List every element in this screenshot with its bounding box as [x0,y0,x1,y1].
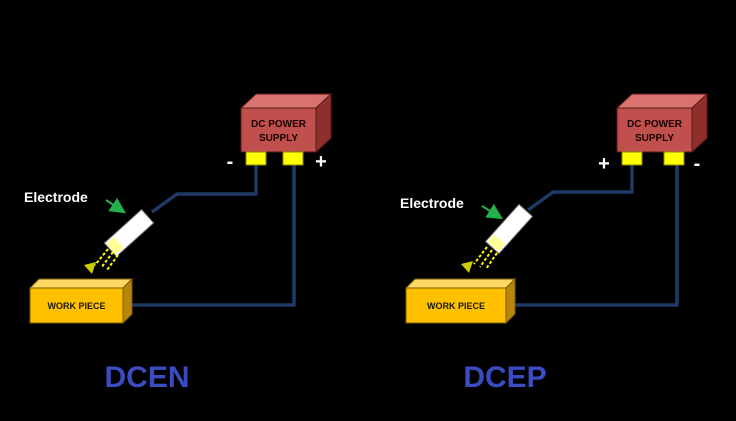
dcen-wires [130,165,296,307]
positive-terminal [282,151,304,166]
negative-terminal [245,151,267,166]
electrode-label: Electrode [400,195,464,211]
electrode-pointer-arrow [481,203,504,220]
power-supply-label-line2: SUPPLY [259,133,298,144]
electrode [103,208,155,258]
power-supply-box: DC POWER SUPPLY [239,92,333,154]
positive-terminal [621,151,643,166]
dcen-mode-label: DCEN [104,361,189,394]
electrode-cable [150,165,258,214]
electrode-label: Electrode [24,189,88,205]
arc-spark-tip [461,261,473,273]
work-piece-label: WORK PIECE [47,301,105,311]
work-piece: WORK PIECE [404,277,517,325]
electrode-pointer-arrow [105,197,126,214]
power-supply-label: DC POWER [251,119,307,130]
work-piece-label: WORK PIECE [427,301,485,311]
dcep-mode-label: DCEP [463,361,546,394]
left-polarity-sign: - [227,151,234,173]
arc-sparks [94,248,119,271]
right-polarity-sign: - [694,153,701,175]
dcep-diagram: DC POWER SUPPLY + - Electrode WORK PIECE… [400,92,709,394]
negative-terminal [663,151,685,166]
dcep-wires [515,165,679,307]
power-supply-label: DC POWER [627,119,683,130]
arc-sparks [473,246,498,270]
power-supply-label-line2: SUPPLY [635,133,674,144]
ground-cable [515,165,679,307]
dcen-diagram: DC POWER SUPPLY - + Electrode WORK PIECE [24,92,333,394]
left-polarity-sign: + [598,153,610,175]
electrode [484,203,534,255]
work-piece: WORK PIECE [28,277,134,325]
power-supply-box: DC POWER SUPPLY [615,92,709,154]
right-polarity-sign: + [315,151,327,173]
ground-cable [130,165,296,307]
electrode-cable [526,165,634,212]
arc-spark-tip [84,262,96,274]
